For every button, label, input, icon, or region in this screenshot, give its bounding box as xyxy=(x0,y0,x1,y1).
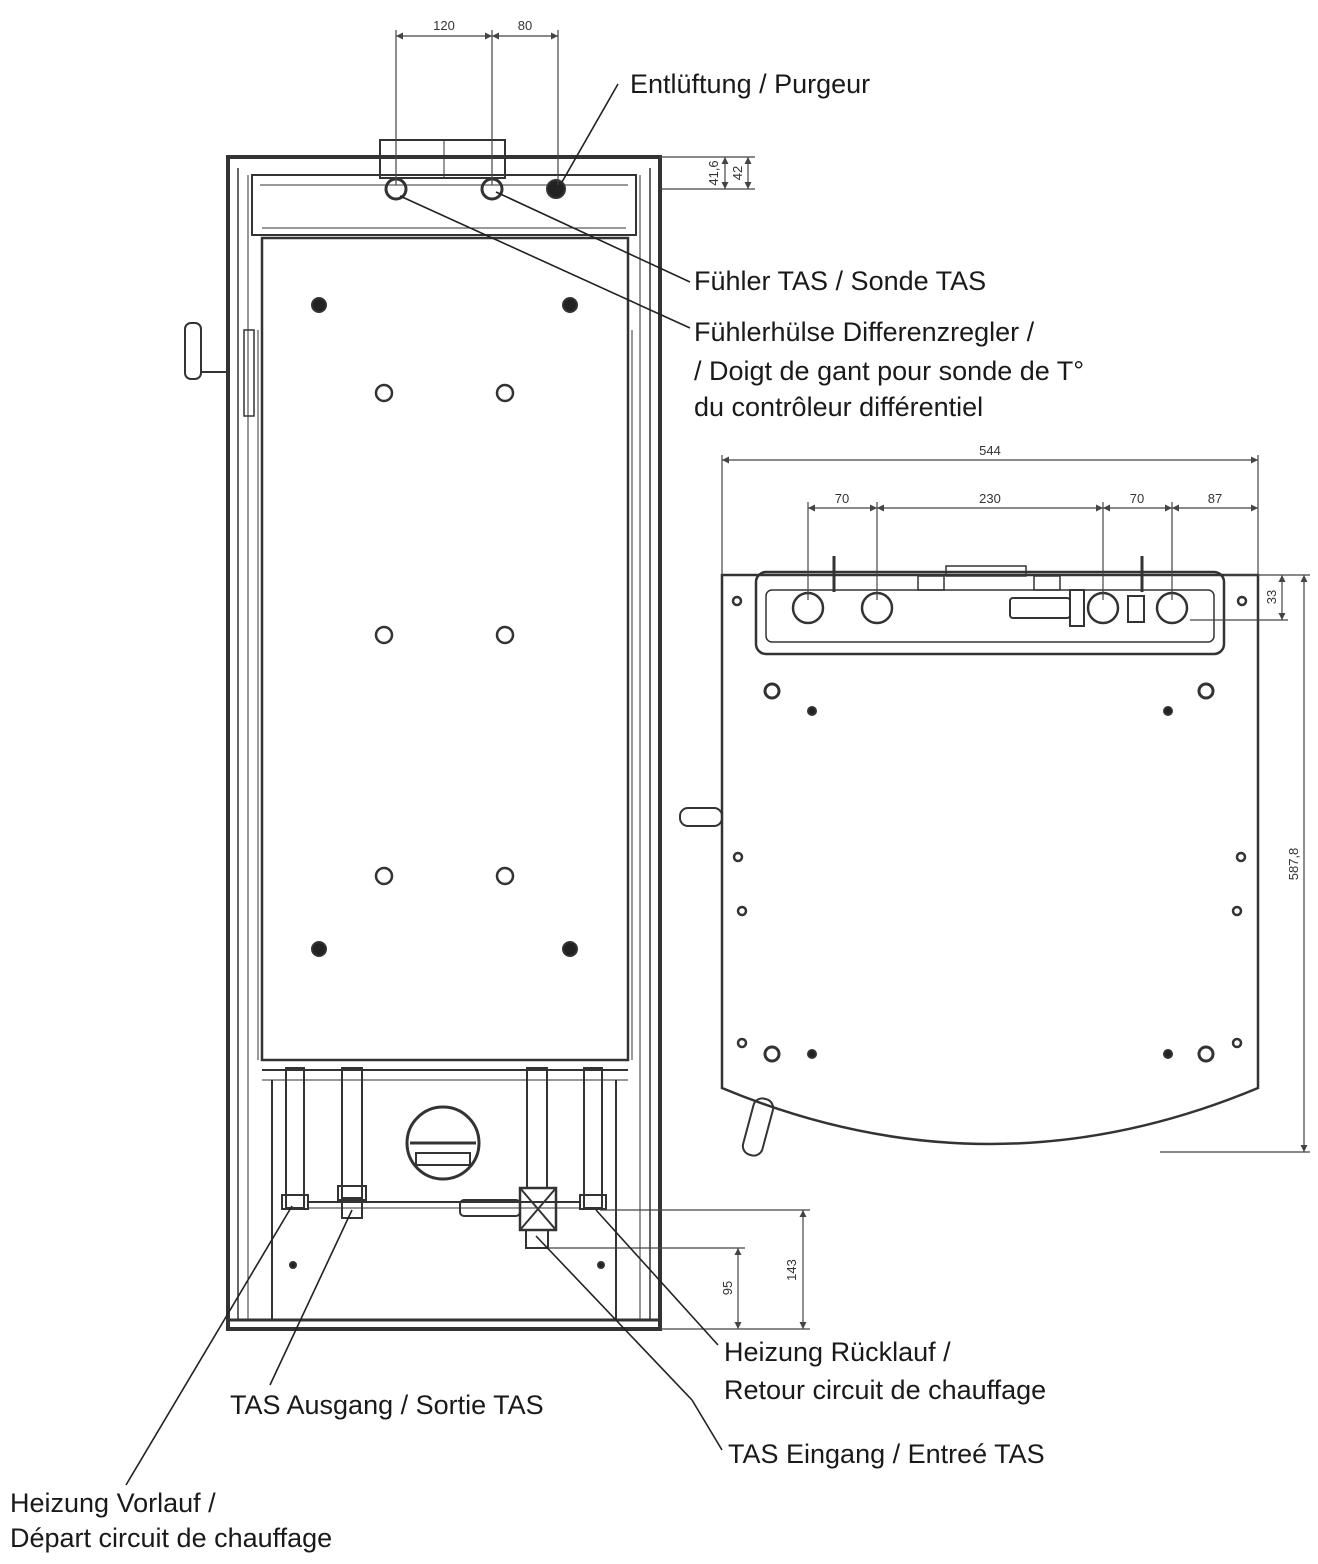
label-heating-return-1: Heizung Rücklauf / xyxy=(724,1337,951,1367)
dim-143: 143 xyxy=(784,1259,799,1281)
dim-33: 33 xyxy=(1264,590,1279,604)
tank-body xyxy=(260,236,630,1062)
port-hole xyxy=(495,866,515,886)
inspection-cover xyxy=(405,1105,481,1181)
mount-hole xyxy=(562,941,578,957)
label-heating-flow-1: Heizung Vorlauf / xyxy=(10,1488,216,1518)
label-vent: Entlüftung / Purgeur xyxy=(630,69,871,99)
pipe-tas-out xyxy=(341,1067,363,1199)
plan-outline xyxy=(720,573,1260,1146)
dim-42: 42 xyxy=(730,166,745,180)
dim-70-b: 70 xyxy=(1130,491,1144,506)
plan-side-knob xyxy=(679,807,723,827)
top-connector-box xyxy=(379,139,506,179)
pipe-flow xyxy=(285,1067,305,1209)
pipe-tas-in xyxy=(526,1067,548,1189)
label-heating-return-2: Retour circuit de chauffage xyxy=(724,1375,1047,1405)
mount-hole xyxy=(311,297,327,313)
label-heating-flow-2: Départ circuit de chauffage xyxy=(10,1523,333,1553)
vent-fitting xyxy=(546,179,566,199)
front-dimensions xyxy=(395,30,810,1330)
label-sensor-sleeve-1: Fühlerhülse Differenzregler / xyxy=(694,317,1035,347)
dim-544: 544 xyxy=(979,443,1001,458)
dim-587-8: 587,8 xyxy=(1286,848,1301,881)
dim-87: 87 xyxy=(1208,491,1222,506)
port-hole xyxy=(374,625,394,645)
label-sensor-sleeve-2: / Doigt de gant pour sonde de T° xyxy=(694,356,1085,386)
top-band xyxy=(251,174,637,236)
mount-hole xyxy=(311,941,327,957)
dim-70-a: 70 xyxy=(835,491,849,506)
side-handle xyxy=(184,322,202,380)
plan-dimensions xyxy=(721,455,1310,1153)
label-sensor-sleeve-3: du contrôleur différentiel xyxy=(694,392,984,422)
dim-230: 230 xyxy=(979,491,1001,506)
label-tas-outlet: TAS Ausgang / Sortie TAS xyxy=(230,1390,544,1420)
port-hole xyxy=(374,866,394,886)
port-hole xyxy=(374,383,394,403)
dim-80: 80 xyxy=(518,18,532,33)
dim-95: 95 xyxy=(720,1281,735,1295)
dim-41-6: 41,6 xyxy=(706,160,721,185)
label-sensor-tas: Fühler TAS / Sonde TAS xyxy=(694,266,987,296)
label-tas-inlet: TAS Eingang / Entreé TAS xyxy=(728,1439,1045,1469)
pipe-return xyxy=(583,1067,603,1209)
mount-hole xyxy=(562,297,578,313)
hinge xyxy=(243,329,255,417)
leader-lines xyxy=(125,83,723,1486)
dim-120: 120 xyxy=(433,18,455,33)
plan-view xyxy=(679,556,1260,1157)
front-view xyxy=(184,139,662,1331)
port-hole xyxy=(495,625,515,645)
port-hole xyxy=(495,383,515,403)
